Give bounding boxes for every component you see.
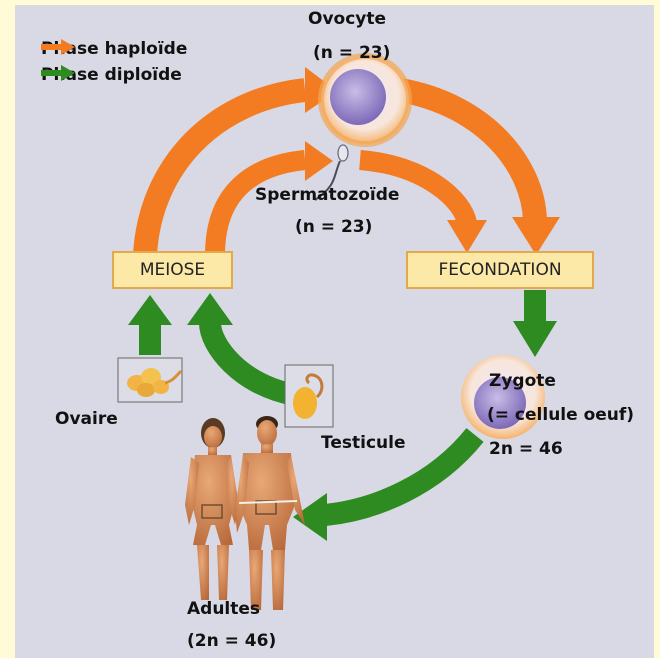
zygote-ploidy: 2n = 46 [489,439,563,459]
arrowhead [305,141,333,181]
ovocyte-cell [321,56,409,144]
testicle-thumbnail [285,365,333,427]
meiose-box: MEIOSE [112,251,233,289]
ovary-thumbnail [118,358,182,402]
arrow-testicule-to-meiose [210,323,295,395]
fecondation-box: FECONDATION [406,251,594,289]
cycle-drawing [15,5,654,658]
testicule-label: Testicule [321,433,405,453]
man-figure [235,416,305,610]
zygote-label: Zygote [489,371,556,391]
woman-figure [185,418,239,600]
arrowhead [128,295,172,325]
zygote-cell [461,355,545,439]
arrowhead [512,217,560,255]
spermatozoide-ploidy: (n = 23) [295,217,372,237]
adultes-label: Adultes [187,599,260,619]
arrow-ovocyte-to-fecondation [400,90,535,220]
arrowhead [447,220,487,253]
orange-arrow-icon [41,39,77,55]
life-cycle-diagram: Phase haploïde Phase diploïde Ovocyte (n… [15,5,654,658]
spermatozoide-label: Spermatozoïde [255,185,399,205]
legend-haploid: Phase haploïde [41,39,187,59]
arrow-meiose-to-spermatozoide [215,160,305,255]
adultes-ploidy: (2n = 46) [187,631,276,651]
ovocyte-ploidy: (n = 23) [313,43,390,63]
arrowhead [187,293,233,325]
legend-diploid: Phase diploïde [41,65,182,85]
zygote-description: (= cellule oeuf) [487,405,634,425]
ovocyte-label: Ovocyte [308,9,386,29]
green-arrow-icon [41,65,77,81]
ovaire-label: Ovaire [55,409,118,429]
arrowhead [513,321,557,357]
